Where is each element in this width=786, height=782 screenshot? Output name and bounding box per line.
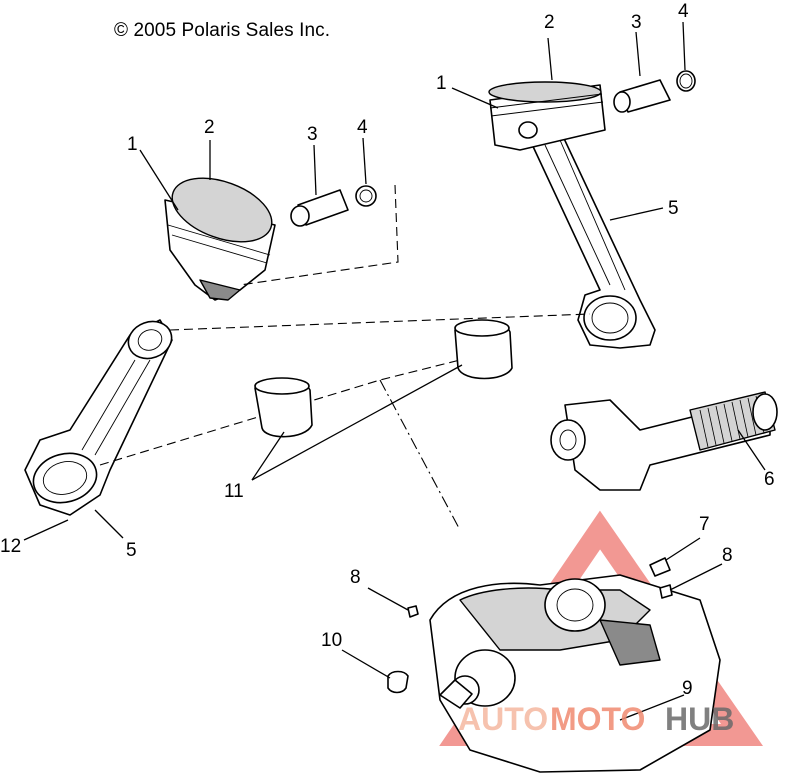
callout-left-3: 3 bbox=[307, 124, 318, 145]
callout-8-right: 8 bbox=[722, 545, 733, 566]
piston-assembly-left bbox=[23, 137, 591, 541]
callout-right-3: 3 bbox=[631, 12, 642, 33]
callout-right-5: 5 bbox=[668, 198, 679, 219]
callout-11: 11 bbox=[224, 481, 244, 502]
callout-right-2: 2 bbox=[544, 12, 555, 33]
callout-left-1: 1 bbox=[127, 134, 138, 155]
callout-left-4: 4 bbox=[357, 117, 368, 138]
watermark-hub: HUB bbox=[665, 701, 734, 737]
callout-10: 10 bbox=[321, 630, 342, 651]
callout-9: 9 bbox=[682, 678, 693, 699]
crankshaft bbox=[341, 379, 723, 773]
callout-8-left: 8 bbox=[350, 567, 361, 588]
callout-labels: 1 2 3 4 5 1 2 3 4 12 5 11 6 7 8 8 10 9 bbox=[0, 1, 775, 699]
piston-assembly-right bbox=[451, 21, 696, 349]
callout-right-4: 4 bbox=[678, 1, 689, 22]
callout-7: 7 bbox=[699, 514, 710, 535]
watermark-moto: MOTO bbox=[550, 701, 645, 737]
watermark-auto: AUTO bbox=[458, 701, 548, 737]
callout-left-12: 12 bbox=[0, 536, 21, 557]
bearings bbox=[251, 319, 513, 481]
callout-right-1: 1 bbox=[436, 73, 447, 94]
copyright-text: © 2005 Polaris Sales Inc. bbox=[114, 20, 331, 41]
callout-left-5: 5 bbox=[126, 540, 137, 561]
output-shaft bbox=[550, 391, 778, 491]
watermark-text: AUTO MOTO HUB bbox=[458, 701, 734, 737]
callout-left-2: 2 bbox=[204, 117, 215, 138]
callout-6: 6 bbox=[764, 469, 775, 490]
